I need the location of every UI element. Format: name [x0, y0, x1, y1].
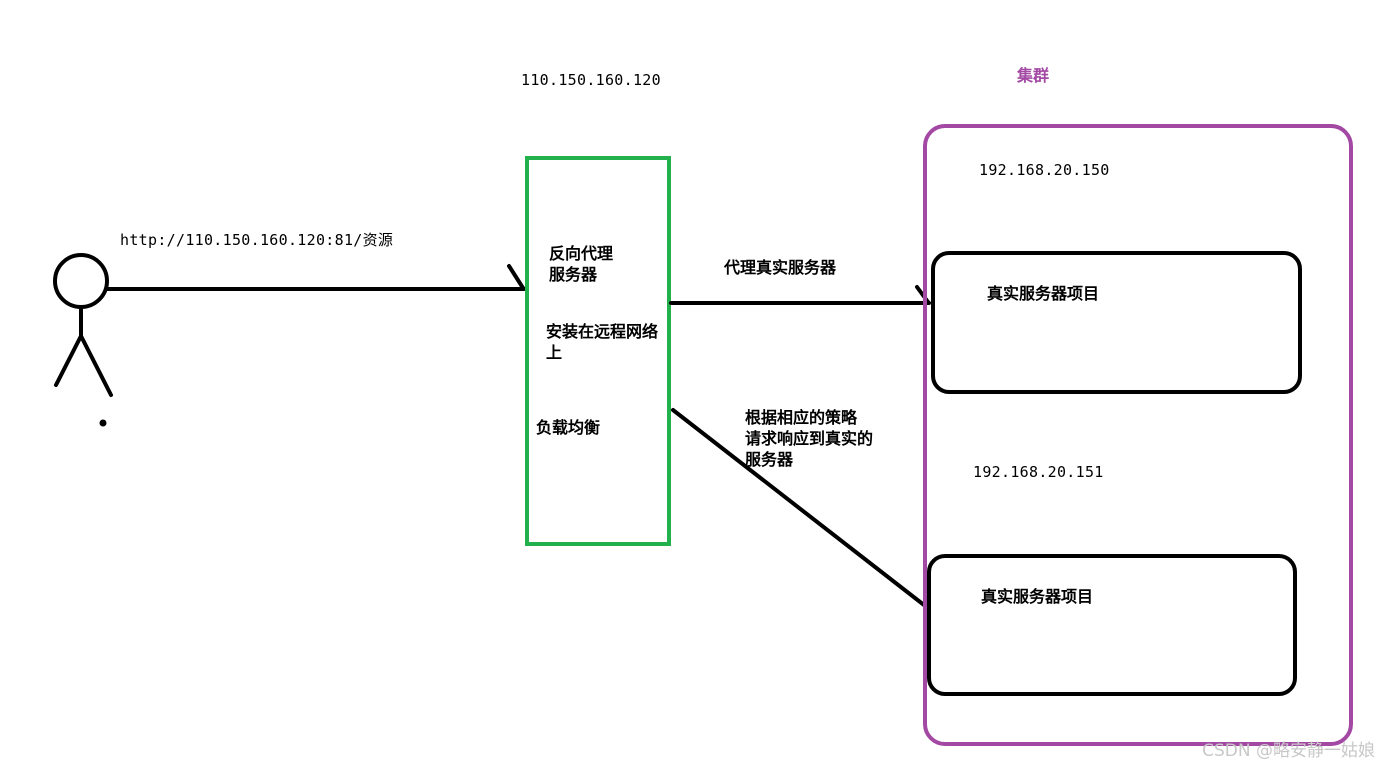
user-to-proxy-arrow	[105, 264, 526, 291]
watermark: CSDN @略安静一姑娘	[1202, 741, 1375, 761]
real-server-box-2[interactable]	[927, 554, 1297, 696]
proxy-to-server1-arrow	[669, 285, 931, 305]
cluster-box[interactable]	[923, 124, 1353, 746]
server2-label: 真实服务器项目	[981, 587, 1094, 606]
user-head	[53, 253, 109, 309]
proxy-server-box[interactable]	[525, 156, 671, 546]
user-left-leg	[54, 334, 83, 387]
server1-label: 真实服务器项目	[987, 284, 1100, 303]
real-server-box-1[interactable]	[931, 251, 1302, 394]
proxy-title: 反向代理 服务器	[549, 244, 614, 284]
proxy-install-note: 安装在远程网络 上	[546, 322, 659, 362]
request-url-label: http://110.150.160.120:81/资源	[120, 231, 394, 249]
stick-figure-user-icon	[53, 253, 113, 427]
proxy-to-real-label: 代理真实服务器	[724, 258, 837, 277]
strategy-label: 根据相应的策略 请求响应到真实的 服务器	[745, 408, 874, 469]
server1-ip-label: 192.168.20.150	[979, 161, 1110, 179]
proxy-to-server2-line	[671, 408, 926, 607]
proxy-load-balance: 负载均衡	[536, 418, 601, 437]
cluster-label: 集群	[1017, 66, 1050, 85]
user-right-leg	[79, 334, 113, 397]
proxy-ip-label: 110.150.160.120	[521, 71, 661, 89]
server2-ip-label: 192.168.20.151	[973, 463, 1104, 481]
user-dot	[99, 419, 107, 427]
